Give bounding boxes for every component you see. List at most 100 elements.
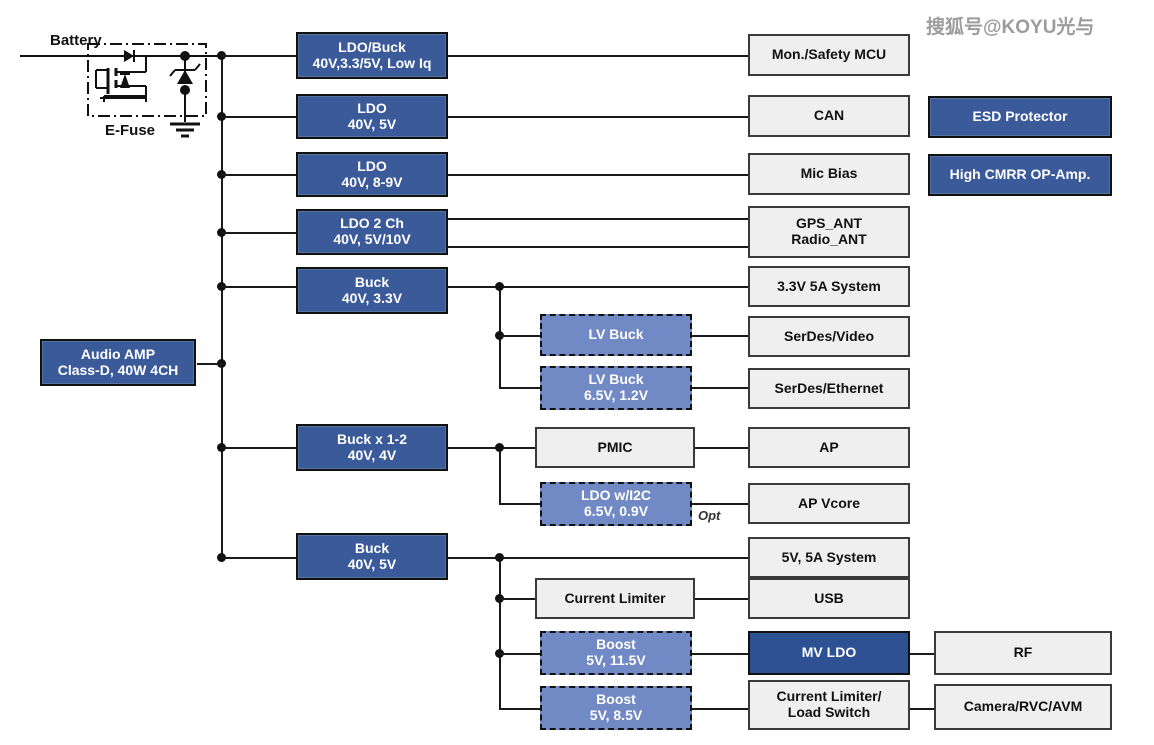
branch-vertical-buck5v (499, 557, 501, 709)
block-line2: Class-D, 40W 4CH (57, 361, 179, 378)
block-line2: 40V, 5V/10V (333, 231, 411, 247)
block-line1: Buck (354, 273, 390, 290)
output-wire-ldo-5v (448, 116, 749, 118)
block-line1: MV LDO (801, 644, 857, 661)
block-serdes-video[interactable]: SerDes/Video (748, 316, 910, 357)
block-line1: SerDes/Video (783, 327, 874, 344)
efuse-label: E-Fuse (105, 122, 156, 139)
block-line1: Buck x 1-2 (336, 430, 408, 447)
block-line1: LV Buck (588, 371, 644, 388)
block-line1: LDO 2 Ch (340, 215, 404, 232)
block-line2: Load Switch (787, 704, 871, 720)
block-ldo-2ch[interactable]: LDO 2 Ch 40V, 5V/10V (296, 209, 448, 255)
efuse-symbol (20, 40, 230, 150)
block-pmic[interactable]: PMIC (535, 427, 695, 468)
block-line1: Current Limiter/ (776, 688, 882, 705)
wire-junction-dot (495, 282, 504, 291)
block-high-cmrr-op-amp[interactable]: High CMRR OP-Amp. (928, 154, 1112, 196)
block-line1: AP Vcore (798, 494, 860, 511)
block-lv-buck-2[interactable]: LV Buck 6.5V, 1.2V (540, 366, 692, 410)
block-line1: Audio AMP (80, 345, 156, 362)
block-ldo-buck[interactable]: LDO/Buck 40V,3.3/5V, Low Iq (296, 32, 448, 79)
block-ldo-40v-5v[interactable]: LDO 40V, 5V (296, 94, 448, 139)
block-lv-buck-1[interactable]: LV Buck (540, 314, 692, 356)
block-line1: Mon./Safety MCU (771, 46, 887, 63)
block-current-limiter-load-switch[interactable]: Current Limiter/ Load Switch (748, 680, 910, 730)
optional-marker-label: Opt (698, 508, 721, 523)
output-wire-buckx12 (448, 447, 541, 449)
block-line1: Mic Bias (800, 165, 858, 182)
block-line1: GPS_ANT (795, 215, 863, 232)
block-mon-safety-mcu[interactable]: Mon./Safety MCU (748, 34, 910, 76)
branch-wire-boost-1 (499, 653, 541, 655)
bus-stub-wire (221, 447, 297, 449)
block-audio-amp[interactable]: Audio AMP Class-D, 40W 4CH (40, 339, 196, 386)
block-usb[interactable]: USB (748, 578, 910, 619)
wire-boost1-to-mvldo (692, 653, 749, 655)
block-line1: USB (814, 589, 844, 606)
block-esd-protector[interactable]: ESD Protector (928, 96, 1112, 138)
block-line1: 3.3V 5A System (777, 277, 881, 294)
bus-stub-wire (221, 116, 297, 118)
bus-stub-wire (221, 557, 297, 559)
block-5v-5a-system[interactable]: 5V, 5A System (748, 537, 910, 578)
output-wire-ldo2ch-b (448, 246, 749, 248)
block-boost-11v5[interactable]: Boost 5V, 11.5V (540, 631, 692, 675)
block-line1: SerDes/Ethernet (774, 379, 884, 396)
block-line2: 40V, 4V (347, 446, 397, 463)
branch-wire-lv-buck-1 (499, 335, 541, 337)
block-mic-bias[interactable]: Mic Bias (748, 153, 910, 195)
block-buck-40v-3v3[interactable]: Buck 40V, 3.3V (296, 267, 448, 314)
block-mv-ldo[interactable]: MV LDO (748, 631, 910, 675)
block-line1: ESD Protector (972, 108, 1068, 125)
block-line1: Buck (354, 539, 390, 556)
branch-wire-boost-2 (499, 708, 541, 710)
wire-junction-dot (495, 443, 504, 452)
block-3v3-5a-system[interactable]: 3.3V 5A System (748, 266, 910, 307)
block-can[interactable]: CAN (748, 95, 910, 137)
bus-stub-wire (221, 232, 297, 234)
block-ap-vcore[interactable]: AP Vcore (748, 483, 910, 524)
block-line1: LDO (357, 99, 387, 116)
block-serdes-ethernet[interactable]: SerDes/Ethernet (748, 368, 910, 409)
block-rf[interactable]: RF (934, 631, 1112, 675)
block-camera-rvc-avm[interactable]: Camera/RVC/AVM (934, 684, 1112, 730)
branch-vertical-buckx12 (499, 447, 501, 504)
wire-boost2-to-loadswitch (692, 708, 749, 710)
battery-bus-vertical-wire (221, 56, 223, 562)
block-line2: 40V, 5V (347, 555, 397, 572)
block-line1: LDO/Buck (338, 38, 406, 55)
output-wire-buck3v3-main (448, 286, 749, 288)
block-gps-radio-ant[interactable]: GPS_ANT Radio_ANT (748, 206, 910, 258)
block-line1: LDO (357, 157, 387, 174)
block-line2: 40V, 3.3V (341, 289, 403, 306)
block-current-limiter[interactable]: Current Limiter (535, 578, 695, 619)
wire-mvldo-to-rf (910, 653, 934, 655)
block-line1: RF (1013, 644, 1033, 661)
block-line2: 6.5V, 0.9V (583, 503, 649, 519)
block-line1: Camera/RVC/AVM (963, 698, 1083, 715)
block-buck-x1-2[interactable]: Buck x 1-2 40V, 4V (296, 424, 448, 471)
output-wire-ldo-buck (448, 55, 749, 57)
block-buck-40v-5v[interactable]: Buck 40V, 5V (296, 533, 448, 580)
block-line1: 5V, 5A System (781, 548, 877, 565)
wire-lvbuck2-to-serdes-ethernet (692, 387, 749, 389)
wire-pmic-to-ap (695, 447, 749, 449)
audio-amp-stub-wire (197, 363, 223, 365)
block-line1: Boost (596, 636, 636, 653)
block-line1: AP (819, 438, 839, 455)
block-ldo-w-i2c[interactable]: LDO w/I2C 6.5V, 0.9V (540, 482, 692, 526)
block-line2: Radio_ANT (791, 231, 867, 247)
block-boost-8v5[interactable]: Boost 5V, 8.5V (540, 686, 692, 730)
block-line1: PMIC (597, 438, 633, 455)
block-ldo-40v-8-9v[interactable]: LDO 40V, 8-9V (296, 152, 448, 197)
branch-wire-current-limiter (499, 598, 541, 600)
bus-stub-wire (221, 286, 297, 288)
block-line2: 40V, 8-9V (341, 173, 403, 190)
output-wire-ldo-8-9v (448, 174, 749, 176)
block-line1: Current Limiter (564, 589, 666, 606)
block-line2: 5V, 8.5V (589, 707, 643, 723)
output-wire-buck5v-main (448, 557, 749, 559)
block-ap[interactable]: AP (748, 427, 910, 468)
